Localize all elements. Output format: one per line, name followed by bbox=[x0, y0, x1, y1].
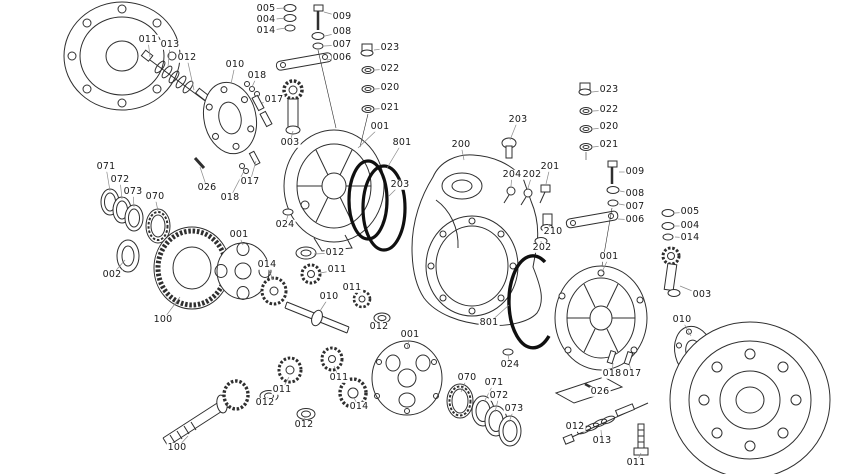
part-label-012: 012 bbox=[176, 51, 198, 64]
shaft-003-left-artwork bbox=[282, 79, 304, 135]
part-label-018: 018 bbox=[601, 367, 623, 380]
part-label-007: 007 bbox=[624, 200, 646, 213]
part-label-070: 070 bbox=[456, 371, 478, 384]
part-label-011: 011 bbox=[341, 281, 363, 294]
part-label-021: 021 bbox=[598, 138, 620, 151]
differential-assembly-artwork bbox=[100, 188, 522, 447]
part-label-002: 002 bbox=[101, 268, 123, 281]
part-label-022: 022 bbox=[598, 103, 620, 116]
part-label-012: 012 bbox=[368, 320, 390, 333]
dowel-pins-left-artwork bbox=[193, 81, 273, 174]
part-label-010: 010 bbox=[671, 313, 693, 326]
oil-seal-ring-right-artwork bbox=[507, 254, 551, 350]
part-label-009: 009 bbox=[624, 165, 646, 178]
part-label-005: 005 bbox=[679, 205, 701, 218]
wheel-hub-left-artwork bbox=[63, 1, 181, 111]
part-label-001: 001 bbox=[369, 120, 391, 133]
part-label-005: 005 bbox=[255, 2, 277, 15]
shim-gear-center-left-artwork bbox=[295, 246, 322, 285]
part-label-072: 072 bbox=[488, 389, 510, 402]
part-label-018: 018 bbox=[219, 191, 241, 204]
part-label-073: 073 bbox=[503, 402, 525, 415]
part-label-011: 011 bbox=[625, 456, 647, 469]
part-label-023: 023 bbox=[379, 41, 401, 54]
part-label-018: 018 bbox=[246, 69, 268, 82]
part-label-011: 011 bbox=[328, 371, 350, 384]
part-label-200: 200 bbox=[450, 138, 472, 151]
part-label-010: 010 bbox=[224, 58, 246, 71]
top-fastener-cluster-artwork bbox=[275, 4, 375, 148]
part-label-210: 210 bbox=[542, 225, 564, 238]
carrier-housing-right-artwork bbox=[554, 265, 648, 371]
part-label-024: 024 bbox=[499, 358, 521, 371]
wheel-hub-right-artwork bbox=[669, 321, 831, 474]
part-label-071: 071 bbox=[95, 160, 117, 173]
part-label-017: 017 bbox=[621, 367, 643, 380]
part-label-801: 801 bbox=[391, 136, 413, 149]
carrier-housing-left-artwork bbox=[283, 129, 385, 252]
part-label-009: 009 bbox=[331, 10, 353, 23]
part-label-011: 011 bbox=[271, 383, 293, 396]
part-label-014: 014 bbox=[348, 400, 370, 413]
part-label-022: 022 bbox=[379, 62, 401, 75]
part-label-003: 003 bbox=[279, 136, 301, 149]
part-label-020: 020 bbox=[379, 81, 401, 94]
part-label-001: 001 bbox=[598, 250, 620, 263]
part-label-012: 012 bbox=[564, 420, 586, 433]
axle-housing-artwork bbox=[411, 154, 542, 326]
part-label-202: 202 bbox=[521, 168, 543, 181]
part-label-003: 003 bbox=[691, 288, 713, 301]
part-label-013: 013 bbox=[159, 38, 181, 51]
part-label-008: 008 bbox=[624, 187, 646, 200]
part-label-023: 023 bbox=[598, 83, 620, 96]
part-label-201: 201 bbox=[539, 160, 561, 173]
part-label-011: 011 bbox=[326, 263, 348, 276]
part-label-203: 203 bbox=[389, 178, 411, 191]
part-label-013: 013 bbox=[591, 434, 613, 447]
part-label-017: 017 bbox=[239, 175, 261, 188]
part-label-017: 017 bbox=[263, 93, 285, 106]
part-label-801: 801 bbox=[478, 316, 500, 329]
flange-plate-left-artwork bbox=[202, 81, 258, 155]
part-label-100: 100 bbox=[166, 441, 188, 454]
part-label-202: 202 bbox=[531, 241, 553, 254]
part-label-026: 026 bbox=[196, 181, 218, 194]
oil-seal-rings-left-artwork bbox=[347, 159, 407, 252]
part-label-203: 203 bbox=[507, 113, 529, 126]
part-label-006: 006 bbox=[331, 51, 353, 64]
part-label-004: 004 bbox=[255, 13, 277, 26]
part-label-072: 072 bbox=[109, 173, 131, 186]
part-label-014: 014 bbox=[256, 258, 278, 271]
part-label-073: 073 bbox=[122, 185, 144, 198]
right-fastener-cluster-artwork bbox=[565, 82, 620, 267]
part-label-021: 021 bbox=[379, 101, 401, 114]
part-label-010: 010 bbox=[318, 290, 340, 303]
part-label-020: 020 bbox=[598, 120, 620, 133]
part-label-071: 071 bbox=[483, 376, 505, 389]
part-label-001: 001 bbox=[399, 328, 421, 341]
part-label-011: 011 bbox=[137, 33, 159, 46]
part-label-012: 012 bbox=[293, 418, 315, 431]
part-label-014: 014 bbox=[679, 231, 701, 244]
part-label-100: 100 bbox=[152, 313, 174, 326]
part-label-014: 014 bbox=[255, 24, 277, 37]
part-label-070: 070 bbox=[144, 190, 166, 203]
part-label-004: 004 bbox=[679, 219, 701, 232]
part-label-026: 026 bbox=[589, 385, 611, 398]
part-label-007: 007 bbox=[331, 38, 353, 51]
part-label-012: 012 bbox=[254, 396, 276, 409]
part-label-001: 001 bbox=[228, 228, 250, 241]
part-label-008: 008 bbox=[331, 25, 353, 38]
part-label-204: 204 bbox=[501, 168, 523, 181]
part-label-006: 006 bbox=[624, 213, 646, 226]
part-label-012: 012 bbox=[324, 246, 346, 259]
part-label-024: 024 bbox=[274, 218, 296, 231]
